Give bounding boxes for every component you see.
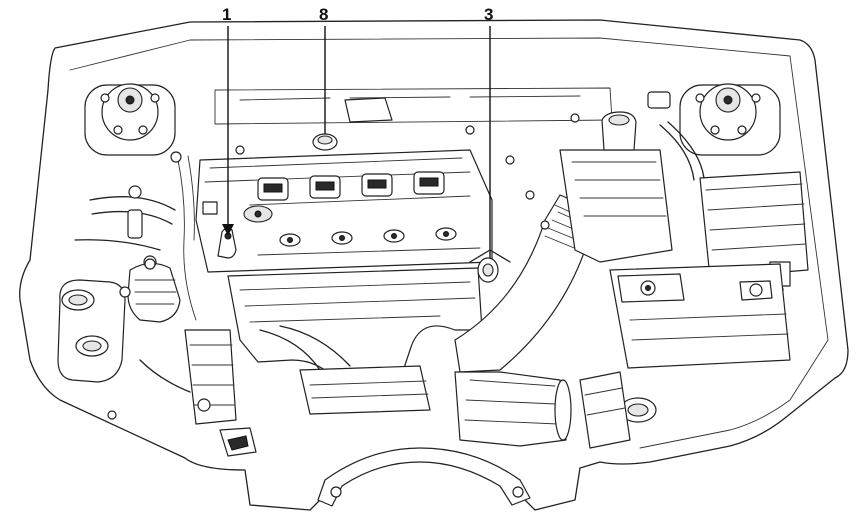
callout-8-label: 8 bbox=[319, 5, 328, 24]
callout-leaders bbox=[222, 26, 491, 258]
callout-1-arrowhead bbox=[222, 224, 234, 236]
fuse-box bbox=[647, 91, 809, 296]
callout-3-label: 3 bbox=[484, 5, 493, 24]
fasteners bbox=[107, 113, 580, 420]
lower-left-components bbox=[139, 329, 257, 457]
ignition-coils bbox=[257, 171, 445, 201]
right-strut-tower bbox=[679, 83, 781, 156]
left-reservoirs bbox=[57, 151, 197, 383]
battery bbox=[609, 263, 791, 369]
left-strut-tower bbox=[84, 83, 176, 156]
radiator-support bbox=[317, 447, 531, 507]
air-cleaner bbox=[559, 111, 673, 263]
callout-1-label: 1 bbox=[222, 5, 231, 24]
intake-manifold bbox=[227, 249, 511, 415]
lower-right-components bbox=[579, 371, 657, 449]
engine-head-cover bbox=[144, 133, 493, 300]
